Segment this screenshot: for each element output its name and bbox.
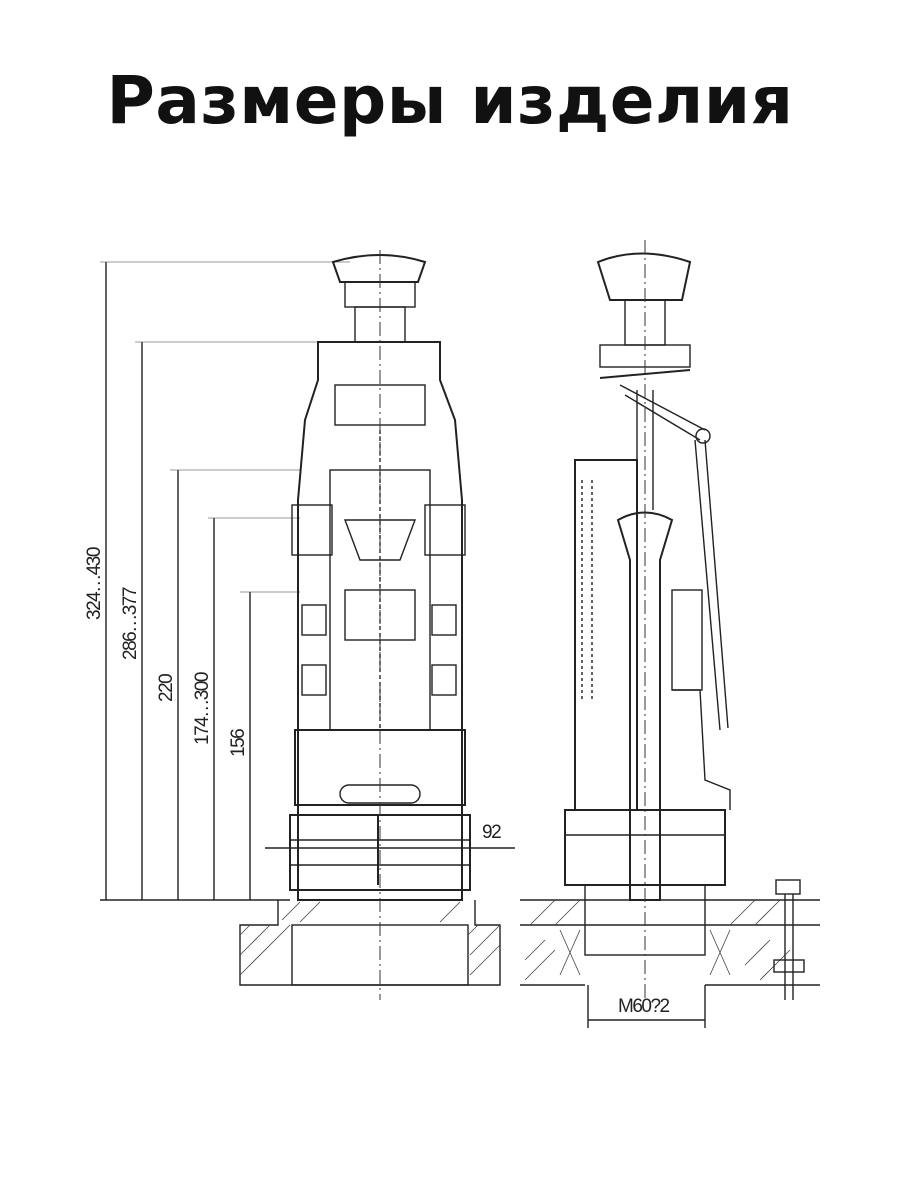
dim-mid-height: 174…300 xyxy=(192,672,213,745)
dim-overflow-height: 286…377 xyxy=(120,587,141,660)
dim-fixed-height: 220 xyxy=(156,674,177,702)
dim-total-height: 324…430 xyxy=(84,547,105,620)
dim-base-width: 92 xyxy=(482,822,501,843)
front-view: 324…430 286…377 220 174…300 156 92 xyxy=(84,250,515,1000)
dim-thread: M60?2 xyxy=(618,996,670,1017)
side-view: M60?2 xyxy=(520,240,820,1028)
page-title: Размеры изделия xyxy=(106,62,794,139)
dim-float-height: 156 xyxy=(228,729,249,757)
